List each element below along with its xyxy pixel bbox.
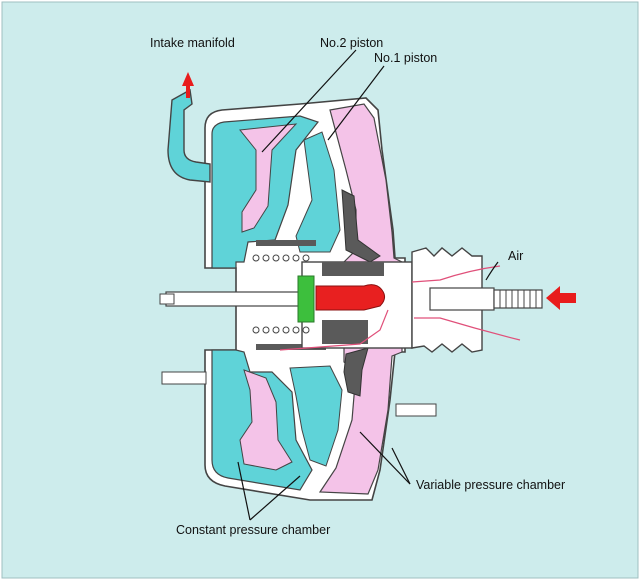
- label-no2-piston: No.2 piston: [320, 36, 383, 50]
- label-air: Air: [508, 249, 523, 263]
- intake-arrow-icon: [182, 72, 194, 98]
- variable-pressure-chamber-lower-fold: [239, 369, 293, 471]
- stud-left-lower: [161, 371, 207, 385]
- intake-hose: [167, 88, 211, 183]
- leader-lines: [237, 49, 499, 521]
- no2-piston-plate-upper: [256, 240, 316, 246]
- air-inlet-arrow-icon: [546, 286, 576, 310]
- constant-pressure-chamber-mid-lower: [289, 365, 343, 467]
- push-rod-front: [165, 291, 307, 307]
- label-intake-manifold: Intake manifold: [150, 36, 235, 50]
- no2-piston-plate-lower: [256, 344, 326, 350]
- label-constant-pressure-chamber: Constant pressure chamber: [176, 523, 330, 537]
- plunger: [315, 284, 386, 311]
- label-no1-piston: No.1 piston: [374, 51, 437, 65]
- valve-body-inner-bottom: [322, 320, 368, 344]
- constant-pressure-chamber-mid: [295, 131, 341, 253]
- label-variable-pressure-chamber: Variable pressure chamber: [416, 478, 565, 492]
- reaction-disc: [297, 275, 315, 323]
- push-rod-tip: [159, 293, 175, 305]
- input-rod-thread-lines: [499, 290, 537, 308]
- input-rod: [429, 287, 495, 311]
- valve-body-inner-top: [322, 262, 384, 276]
- variable-pressure-chamber-upper-fold: [239, 123, 298, 233]
- return-spring: [252, 254, 310, 334]
- stud-right-lower: [395, 403, 437, 417]
- no1-piston-upper: [341, 189, 381, 263]
